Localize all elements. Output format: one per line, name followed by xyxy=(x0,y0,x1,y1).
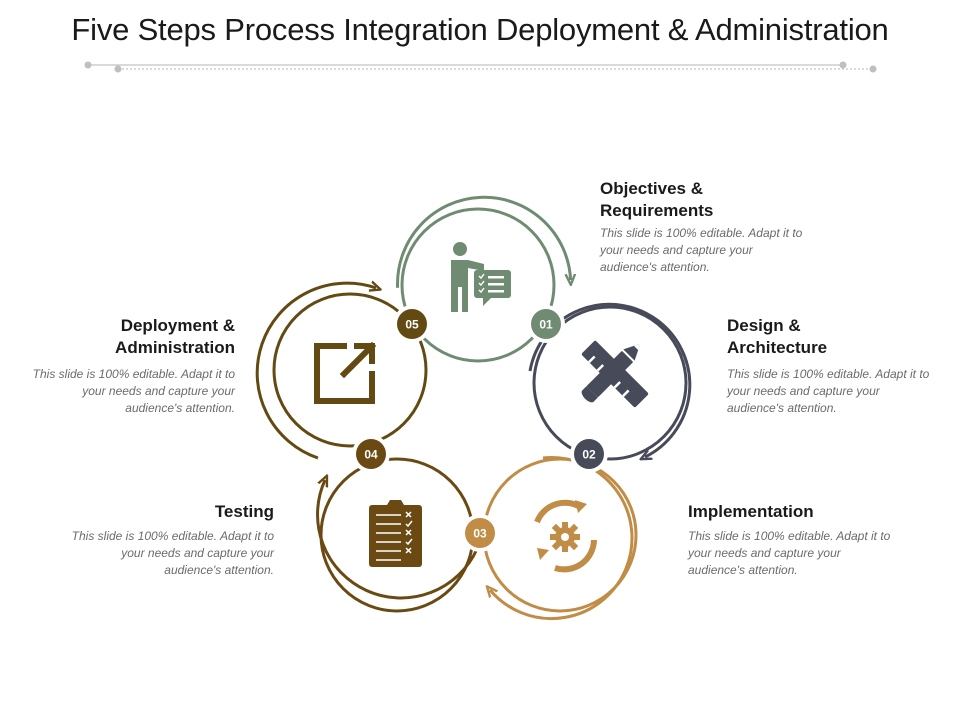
step-4-badge: 04 xyxy=(352,435,390,473)
step-2-description: This slide is 100% editable. Adapt it to… xyxy=(727,367,930,415)
step-2-title: Design & Architecture xyxy=(727,315,927,359)
step-3-description: This slide is 100% editable. Adapt it to… xyxy=(688,529,891,577)
step-3-number: 03 xyxy=(473,527,487,541)
step-1-number: 01 xyxy=(539,318,553,332)
step-2-title-line1: Design & xyxy=(727,316,801,335)
step-1-title-line1: Objectives & xyxy=(600,179,703,198)
step-5-description: This slide is 100% editable. Adapt it to… xyxy=(32,367,235,415)
step-2-number: 02 xyxy=(582,448,596,462)
step-4-description: This slide is 100% editable. Adapt it to… xyxy=(71,529,274,577)
step-1-title-line2: Requirements xyxy=(600,201,714,220)
step-4-title: Testing xyxy=(214,502,274,521)
step-2-title-line2: Architecture xyxy=(727,338,828,357)
page-title: Five Steps Process Integration Deploymen… xyxy=(71,12,889,47)
gear-cycle-icon xyxy=(534,499,597,573)
clipboard-checklist-icon xyxy=(369,500,422,567)
step-5-title: Deployment & Administration xyxy=(35,315,235,359)
pencil-ruler-icon xyxy=(581,340,649,408)
step-4-number: 04 xyxy=(364,448,378,462)
step-1-description: This slide is 100% editable. Adapt it to… xyxy=(600,226,803,274)
title-divider xyxy=(84,61,877,73)
external-link-icon xyxy=(314,341,377,404)
step-3-title: Implementation xyxy=(688,502,814,521)
step-2-badge: 02 xyxy=(570,435,608,473)
step-1-ring xyxy=(396,195,571,363)
step-5-title-line1: Deployment & xyxy=(120,316,235,335)
step-1-badge: 01 xyxy=(527,305,565,343)
step-5-badge: 05 xyxy=(393,305,431,343)
step-5-number: 05 xyxy=(405,318,419,332)
step-1-title: Objectives & Requirements xyxy=(600,178,820,222)
step-5-title-line2: Administration xyxy=(115,338,235,357)
presenter-checklist-icon xyxy=(451,242,511,312)
step-3-badge: 03 xyxy=(461,514,499,552)
step-5-ring xyxy=(255,283,428,460)
